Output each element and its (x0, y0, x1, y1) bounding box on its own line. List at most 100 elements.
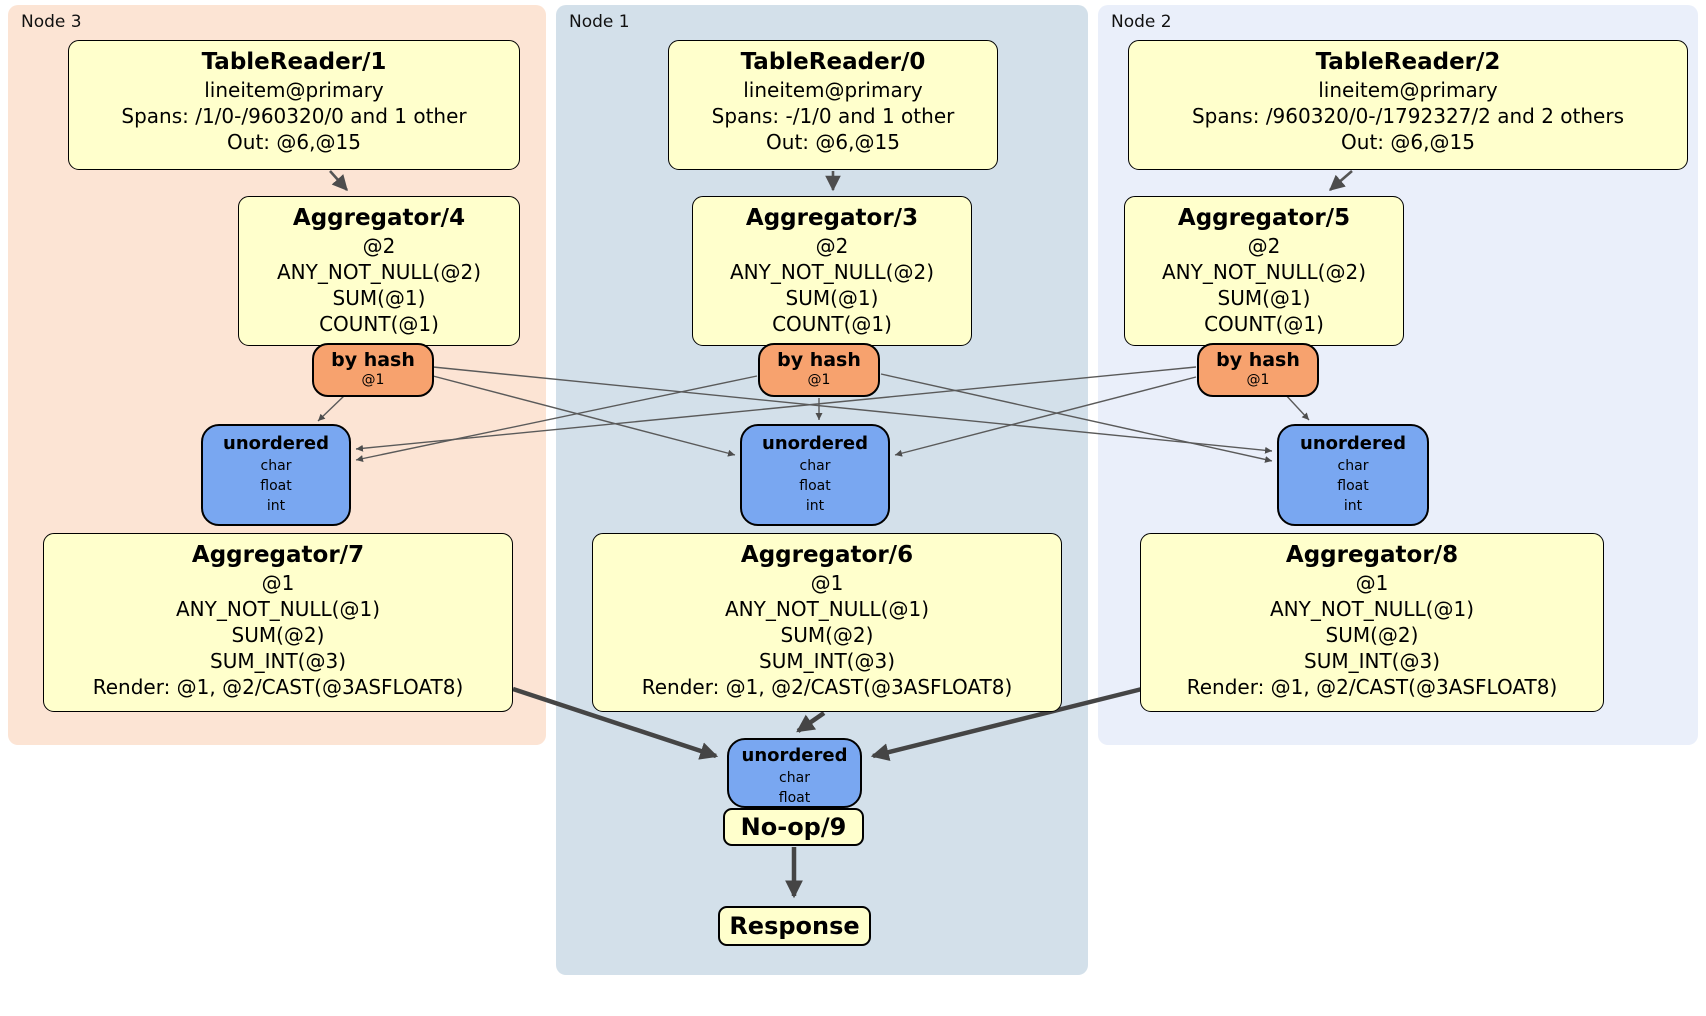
sync-stream: char (779, 770, 810, 786)
edge-hashL-syncL (317, 394, 346, 422)
edge-hashL-syncR (432, 366, 1273, 454)
router-key: @1 (807, 372, 831, 388)
out-line: Out: @6,@15 (1341, 130, 1475, 154)
noop-box: No-op/9 (723, 808, 864, 846)
hash-router-node2: by hash @1 (1197, 343, 1319, 397)
sync-title: unordered (1300, 433, 1406, 454)
sync-title: unordered (223, 433, 329, 454)
node1-label: Node 1 (569, 12, 630, 32)
agg-line: SUM(@2) (780, 623, 874, 647)
index-line: lineitem@primary (204, 78, 384, 102)
table-reader-2-box: TableReader/2 lineitem@primary Spans: /9… (1128, 40, 1688, 170)
sync-stream: char (1337, 458, 1369, 474)
agg-line: @1 (261, 571, 295, 595)
node2-label: Node 2 (1111, 12, 1172, 32)
router-title: by hash (1216, 349, 1300, 371)
aggregator-6-box: Aggregator/6 @1 ANY_NOT_NULL(@1) SUM(@2)… (592, 533, 1062, 712)
edge-hashR-syncL (355, 366, 1197, 452)
agg-line: COUNT(@1) (772, 312, 892, 336)
noop-label: No-op/9 (740, 813, 847, 841)
sync-stream: int (266, 498, 286, 514)
index-line: lineitem@primary (1318, 78, 1498, 102)
spans-line: Spans: /960320/0-/1792327/2 and 2 others (1191, 104, 1624, 128)
agg-line: SUM(@2) (1325, 623, 1419, 647)
router-key: @1 (1246, 372, 1270, 388)
agg-line: SUM_INT(@3) (759, 649, 895, 673)
agg-line: @1 (810, 571, 844, 595)
spans-line: Spans: -/1/0 and 1 other (711, 104, 955, 128)
agg-line: SUM_INT(@3) (210, 649, 346, 673)
sync-stream: char (799, 458, 831, 474)
spans-line: Spans: /1/0-/960320/0 and 1 other (121, 104, 467, 128)
unordered-sync-final: unordered char float (727, 738, 862, 808)
router-title: by hash (331, 349, 415, 371)
hash-router-node1: by hash @1 (758, 343, 880, 397)
unordered-sync-node2: unordered char float int (1277, 424, 1429, 526)
response-label: Response (729, 912, 860, 940)
agg-line: Render: @1, @2/CAST(@3ASFLOAT8) (92, 675, 464, 699)
agg-line: @2 (815, 234, 849, 258)
table-reader-0-box: TableReader/0 lineitem@primary Spans: -/… (668, 40, 998, 170)
agg-line: ANY_NOT_NULL(@2) (1162, 260, 1366, 284)
edge-hashL-syncM (432, 375, 736, 457)
agg-line: COUNT(@1) (319, 312, 439, 336)
router-title: by hash (777, 349, 861, 371)
processor-title: TableReader/2 (1315, 49, 1501, 75)
processor-title: TableReader/0 (740, 49, 926, 75)
agg-line: ANY_NOT_NULL(@1) (1270, 597, 1474, 621)
aggregator-8-box: Aggregator/8 @1 ANY_NOT_NULL(@1) SUM(@2)… (1140, 533, 1604, 712)
unordered-sync-node3: unordered char float int (201, 424, 351, 526)
agg-line: @2 (1247, 234, 1281, 258)
reader-to-aggregator-edges (329, 170, 1353, 192)
aggregator-7-box: Aggregator/7 @1 ANY_NOT_NULL(@1) SUM(@2)… (43, 533, 513, 712)
agg-line: SUM_INT(@3) (1304, 649, 1440, 673)
agg-line: ANY_NOT_NULL(@2) (277, 260, 481, 284)
edge-hashR-syncR (1283, 392, 1310, 421)
agg-line: SUM(@1) (1217, 286, 1311, 310)
agg-line: @1 (1355, 571, 1389, 595)
out-line: Out: @6,@15 (766, 130, 900, 154)
node3-label: Node 3 (21, 12, 82, 32)
sync-stream: char (260, 458, 292, 474)
processor-title: Aggregator/8 (1285, 542, 1459, 568)
processor-title: Aggregator/7 (191, 542, 365, 568)
agg-line: SUM(@1) (785, 286, 879, 310)
sync-stream: float (799, 478, 831, 494)
agg-line: SUM(@2) (231, 623, 325, 647)
table-reader-1-box: TableReader/1 lineitem@primary Spans: /1… (68, 40, 520, 170)
agg-line: ANY_NOT_NULL(@1) (725, 597, 929, 621)
processor-title: Aggregator/4 (292, 205, 466, 231)
aggregator-3-box: Aggregator/3 @2 ANY_NOT_NULL(@2) SUM(@1)… (692, 196, 972, 346)
router-key: @1 (361, 372, 385, 388)
out-line: Out: @6,@15 (227, 130, 361, 154)
edge-agg7-finalsync (512, 686, 719, 760)
hash-router-node3: by hash @1 (312, 343, 434, 397)
aggregator-5-box: Aggregator/5 @2 ANY_NOT_NULL(@2) SUM(@1)… (1124, 196, 1404, 346)
edge-agg8-finalsync (870, 686, 1143, 761)
agg-line: @2 (362, 234, 396, 258)
processor-title: Aggregator/6 (740, 542, 914, 568)
edge-tr1-agg4 (329, 170, 348, 191)
sync-stream: float (260, 478, 292, 494)
sync-stream: float (1337, 478, 1369, 494)
edge-hashM-syncL (355, 375, 758, 462)
sync-stream: int (1343, 498, 1363, 514)
edge-agg6-finalsync (796, 711, 826, 733)
agg-line: ANY_NOT_NULL(@1) (176, 597, 380, 621)
unordered-sync-node1: unordered char float int (740, 424, 890, 526)
agg-line: SUM(@1) (332, 286, 426, 310)
processor-title: Aggregator/5 (1177, 205, 1351, 231)
edge-hashR-syncM (894, 376, 1197, 457)
index-line: lineitem@primary (743, 78, 923, 102)
agg-line: Render: @1, @2/CAST(@3ASFLOAT8) (641, 675, 1013, 699)
edge-hashM-syncR (880, 373, 1273, 463)
aggregator-4-box: Aggregator/4 @2 ANY_NOT_NULL(@2) SUM(@1)… (238, 196, 520, 346)
sync-title: unordered (762, 433, 868, 454)
agg-line: Render: @1, @2/CAST(@3ASFLOAT8) (1186, 675, 1558, 699)
router-to-sync-edges (317, 366, 1310, 463)
processor-title: TableReader/1 (201, 49, 387, 75)
sync-stream: float (778, 790, 811, 806)
processor-title: Aggregator/3 (745, 205, 919, 231)
